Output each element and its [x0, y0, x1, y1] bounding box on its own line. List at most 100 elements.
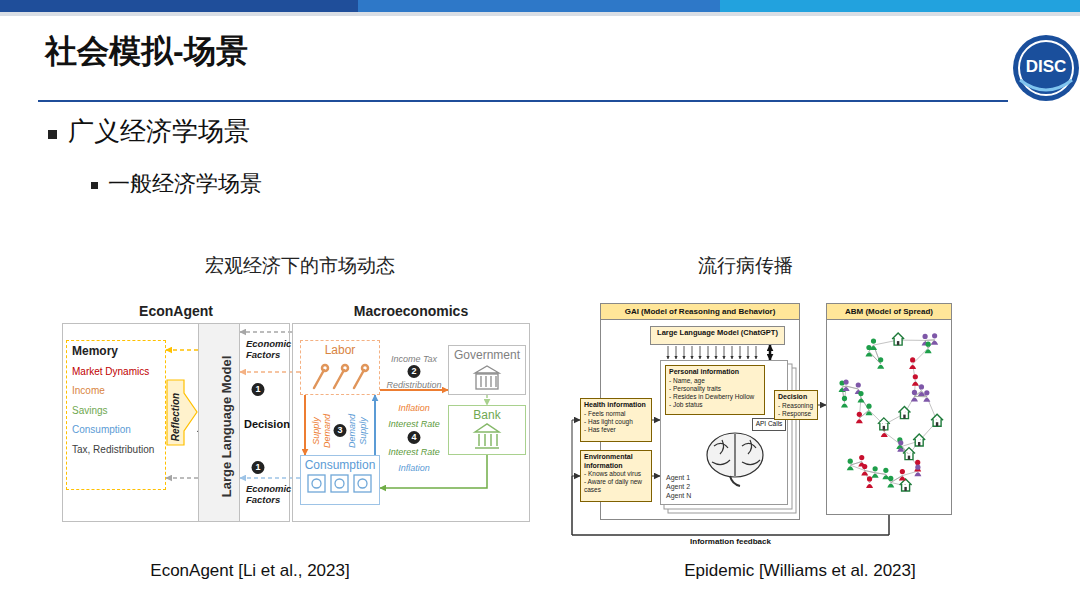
person-head: [912, 390, 917, 395]
house-icon: [892, 333, 904, 345]
node-text: Government: [452, 349, 522, 363]
contact-line: [883, 425, 884, 432]
person-body: [931, 341, 938, 345]
connector: [374, 395, 376, 455]
node-text: - Aware of daily new cases: [584, 478, 648, 494]
connector: [380, 455, 487, 488]
person-head: [888, 476, 893, 481]
connector: [240, 371, 300, 373]
labor-icons-part: [314, 370, 324, 388]
label-text: Interest Rate: [388, 447, 440, 457]
person-head: [932, 333, 937, 338]
agent-card-stack: [660, 360, 796, 513]
person-body: [856, 419, 863, 423]
connector: [652, 476, 660, 477]
person-body: [897, 448, 904, 452]
person-head: [862, 464, 867, 469]
contact-line: [914, 396, 926, 397]
house-icon: [913, 434, 925, 446]
node-text: - Response: [778, 410, 814, 418]
label-text: Supply: [358, 417, 368, 445]
person-head: [915, 460, 920, 465]
input-arrow: [684, 346, 685, 359]
house-icon: [900, 479, 912, 491]
person-body: [918, 392, 925, 396]
node-text: ABM (Model of Spread): [827, 304, 951, 320]
input-arrow: [668, 346, 669, 359]
person-body: [912, 382, 919, 386]
person-body: [866, 484, 873, 488]
callout-number: 4: [408, 431, 421, 444]
label-text: 广义经济学场景: [68, 117, 250, 147]
contact-line: [869, 351, 881, 363]
person-body: [911, 397, 918, 401]
consumption-icons-part: [312, 479, 321, 488]
person-body: [865, 352, 872, 356]
node-text: - Knows about virus: [584, 470, 648, 478]
logo-part: [1013, 35, 1079, 101]
connector: [652, 420, 660, 421]
labor-icons-part: [334, 370, 344, 388]
slide-title: 社会模拟-场景: [45, 33, 248, 70]
label-text: 流行病传播: [698, 255, 793, 277]
label-text: 宏观经济下的市场动态: [205, 255, 395, 277]
callout-number: 3: [334, 424, 347, 437]
node-text: Market Dynamics: [72, 366, 160, 378]
node-box: Environmental information- Knows about v…: [580, 450, 652, 502]
node-box: EconAgentMemoryMarket DynamicsIncomeSavi…: [62, 323, 290, 522]
labor-icons: [314, 365, 368, 388]
person-head: [857, 412, 862, 417]
node-text: Memory: [72, 345, 160, 359]
connector: [572, 476, 889, 535]
bullet: [91, 182, 98, 189]
house-door: [918, 442, 920, 446]
label-text: Demand: [322, 414, 332, 448]
person-body: [914, 472, 921, 476]
node-text: Large Language Model: [220, 356, 235, 498]
label-text: DISC: [1026, 57, 1067, 77]
node-text: Consumption: [72, 424, 160, 436]
house-icon: [931, 414, 943, 426]
person-body: [923, 398, 930, 402]
node-text: - Name, age: [669, 377, 761, 385]
person-body: [887, 483, 894, 487]
abm-network: [839, 333, 944, 491]
labor-icons-part: [342, 365, 348, 371]
input-arrow: [708, 346, 709, 359]
node-text: Savings: [72, 405, 160, 417]
government-icon-part: [476, 374, 498, 389]
node-box: Consumption: [300, 455, 380, 505]
label-text: Reflection: [170, 393, 182, 441]
node-text: Labor: [304, 344, 376, 358]
callout-number: 2: [408, 365, 421, 378]
node-text: Decision: [778, 393, 814, 402]
node-box: Agent 1Agent 2Agent NPersonal informatio…: [660, 360, 788, 505]
label-text: EconAgent [Li et al., 2023]: [150, 561, 349, 581]
contact-line: [869, 351, 881, 363]
person-head: [898, 440, 903, 445]
person-head: [924, 390, 929, 395]
person-head: [900, 469, 905, 474]
labor-icons-part: [322, 365, 328, 371]
label-text: Economic Factors: [246, 484, 292, 506]
input-arrow: [692, 346, 693, 359]
consumption-icons-part: [335, 479, 344, 488]
person-body: [841, 403, 848, 407]
node-text: - Feels normal: [584, 410, 648, 418]
person-head: [913, 374, 918, 379]
government-icon-part: [481, 376, 496, 387]
input-arrow: [740, 346, 741, 359]
node-text: Environmental information: [584, 453, 648, 470]
house-door: [904, 487, 906, 491]
node-text: Agent 2: [666, 482, 784, 491]
connector: [769, 345, 772, 360]
node-text: EconAgent: [63, 303, 289, 319]
label-text: 一般经济学场景: [108, 171, 262, 196]
logo: [1013, 35, 1079, 101]
person-body: [870, 346, 877, 350]
node-text: Agent 1: [666, 473, 784, 482]
person-head: [858, 391, 863, 396]
connector: [240, 477, 300, 479]
